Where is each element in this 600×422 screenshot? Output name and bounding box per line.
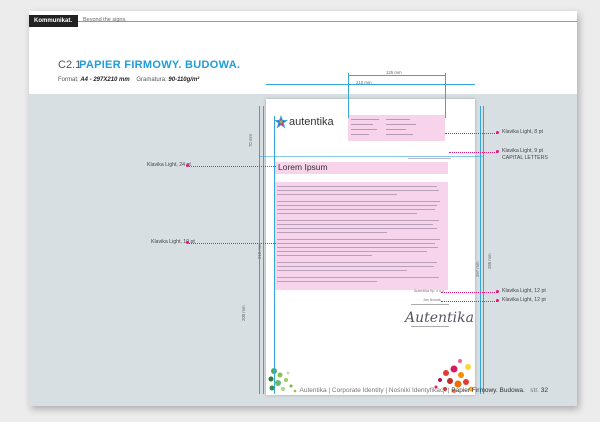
annotation-dot: [186, 164, 189, 167]
brand-tagline: Beyond the signs.: [83, 17, 127, 23]
annotation-dot: [496, 299, 499, 302]
dim-bottom-200: 200 mm: [241, 305, 246, 321]
annotation-right-4: Klavika Light, 12 pt: [502, 297, 546, 303]
guide-heading-baseline: [259, 156, 483, 157]
signature-line: [411, 326, 449, 327]
heading-highlight: [274, 162, 448, 174]
annotation-dot: [496, 290, 499, 293]
signature: Autentika: [405, 310, 474, 326]
dim-height-285: 285 mm: [487, 253, 492, 269]
format-label: Format:: [58, 77, 79, 83]
guide-right-outer: [480, 106, 481, 394]
guide-left-outer: [259, 106, 260, 394]
dim-height-297: 297 mm: [475, 261, 480, 277]
annotation-left-1: Klavika Light, 24 pt: [147, 162, 191, 168]
page-label: str.: [530, 387, 539, 394]
annotation-left-2: Klavika Light, 10 pt: [151, 239, 195, 245]
section-title: PAPIER FIRMOWY. BUDOWA.: [79, 59, 241, 71]
annotation-right-2b: CAPITAL LETTERS: [502, 155, 548, 161]
dim-height-210: 210 mm: [257, 243, 262, 259]
guide-left-inner: [263, 106, 264, 394]
annotation-dot: [496, 131, 499, 134]
decorative-stars-right: [434, 359, 474, 393]
grammage-value: 90-110g/m²: [168, 77, 200, 83]
decorative-stars-left: [268, 368, 297, 393]
letterhead-company-label: Autentika Sp. z o.o.: [414, 289, 446, 293]
closing-line: [411, 304, 449, 305]
guide-width-125: [348, 75, 445, 76]
logo-wordmark: autentika: [289, 116, 334, 128]
page-footer: Autentika | Corporate Identity | Nośniki…: [300, 387, 548, 394]
section-number: C2.1: [58, 59, 82, 71]
annotation-right-2: Klavika Light, 9 pt: [502, 148, 543, 154]
grammage-label: Gramatura:: [136, 77, 167, 83]
annotation-right-3: Klavika Light, 12 pt: [502, 288, 546, 294]
guide-right-inner: [483, 106, 484, 394]
dim-top-margin: 70 mm: [248, 133, 253, 147]
letterhead-sheet: autentika Lorem Ipsum: [266, 99, 475, 395]
annotation-dot: [496, 150, 499, 153]
star-logo-icon: [274, 115, 288, 129]
brand-logo: Kommunikat.: [29, 15, 78, 27]
annotation-right-1: Klavika Light, 8 pt: [502, 129, 543, 135]
dim-top-width: 125 mm: [386, 70, 402, 75]
guide-address-left: [348, 73, 349, 118]
format-value: A4 - 297X210 mm: [80, 77, 130, 83]
footer-breadcrumb: Autentika | Corporate Identity | Nośniki…: [299, 387, 450, 394]
guide-width-210: [266, 84, 475, 85]
date-placeholder: [408, 158, 451, 159]
annotation-dot: [186, 241, 189, 244]
guide-address-right: [445, 73, 446, 118]
brochure-page: Kommunikat. Beyond the signs. C2.1 PAPIE…: [29, 11, 577, 406]
letter-heading: Lorem Ipsum: [278, 162, 328, 172]
header-rule: [29, 21, 577, 22]
letterhead-name-label: Jan Nowak: [423, 298, 441, 302]
format-info: Format: A4 - 297X210 mm Gramatura: 90-11…: [58, 77, 199, 83]
guide-margin-left: [274, 116, 275, 394]
footer-current: Papier Firmowy. Budowa.: [451, 387, 525, 394]
address-block: [348, 115, 445, 141]
page-number: 32: [540, 387, 548, 394]
dim-inner-width: 210 mm: [356, 80, 372, 85]
letter-body: [274, 182, 448, 290]
